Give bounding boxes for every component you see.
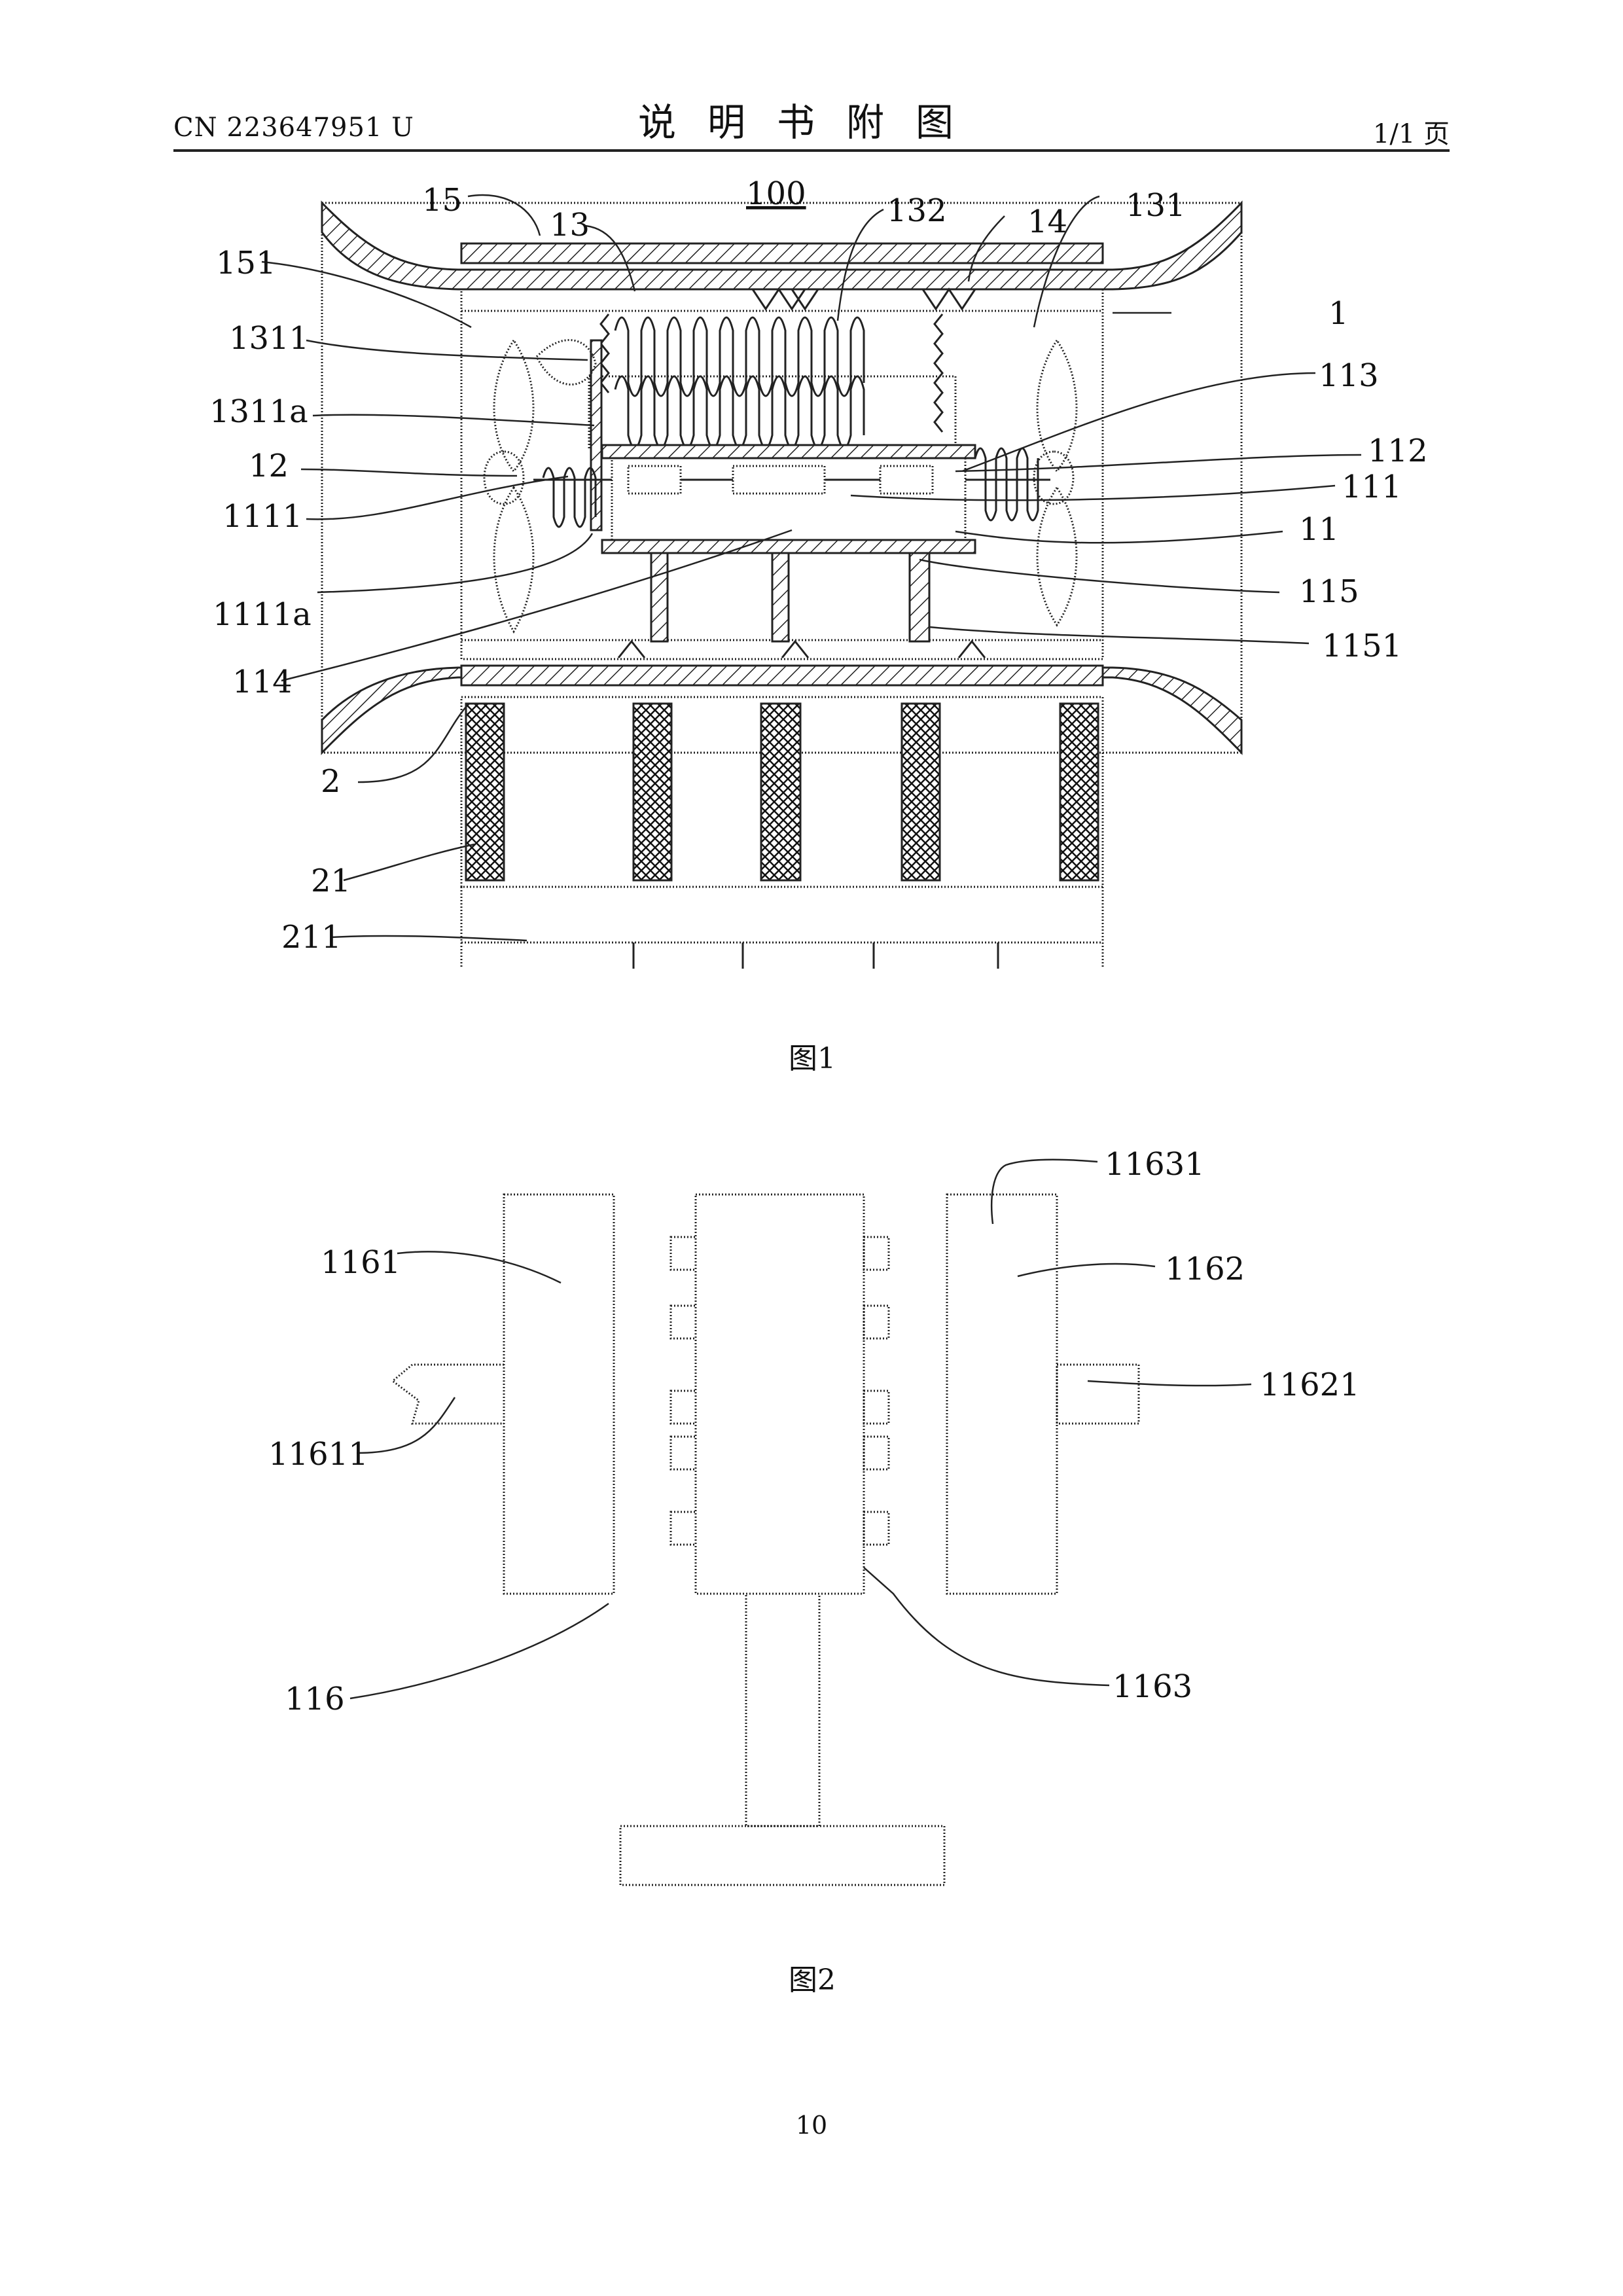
label-211: 211: [281, 919, 342, 956]
label-100: 100: [746, 175, 806, 212]
label-113: 113: [1319, 357, 1379, 394]
label-111: 111: [1342, 469, 1402, 505]
label-11621: 11621: [1260, 1367, 1360, 1403]
page-number: 10: [0, 2111, 1623, 2140]
label-112: 112: [1368, 433, 1428, 469]
label-116: 116: [285, 1681, 345, 1717]
left-block-1161: [504, 1194, 614, 1594]
label-15: 15: [422, 182, 462, 219]
label-2: 2: [321, 763, 341, 800]
figure-2-caption: 图2: [789, 1964, 836, 1997]
control-box: [612, 455, 965, 553]
label-11631: 11631: [1105, 1146, 1205, 1183]
label-11611: 11611: [268, 1436, 368, 1473]
figure-2-leaders: [350, 1160, 1251, 1698]
label-114: 114: [232, 664, 293, 700]
label-1151: 1151: [1322, 628, 1402, 664]
label-1161: 1161: [321, 1244, 401, 1281]
label-21: 21: [311, 863, 351, 899]
label-1111: 1111: [223, 498, 302, 535]
label-14: 14: [1027, 204, 1067, 240]
top-plate: [461, 243, 1103, 263]
label-132: 132: [887, 192, 947, 229]
label-1: 1: [1329, 295, 1349, 332]
label-1311: 1311: [229, 320, 309, 357]
label-1163: 1163: [1113, 1668, 1192, 1705]
label-13: 13: [550, 207, 590, 243]
label-131: 131: [1126, 187, 1186, 224]
label-12: 12: [249, 448, 289, 484]
right-block-1162: [947, 1194, 1057, 1594]
label-1311a: 1311a: [209, 393, 308, 430]
label-1162: 1162: [1165, 1251, 1245, 1287]
figure-1: [262, 195, 1361, 969]
label-11: 11: [1299, 511, 1339, 548]
coil-row-bottom: [615, 376, 864, 448]
center-block-1163: [696, 1194, 864, 1594]
label-1111a: 1111a: [213, 596, 312, 633]
figure-1-caption: 图1: [789, 1042, 836, 1075]
label-115: 115: [1299, 573, 1359, 610]
figure-2: [393, 1194, 1139, 1885]
label-151: 151: [216, 245, 276, 281]
figure-2-labels: 11631 1161 1162 11621 11611 116 1163 图2: [268, 1146, 1360, 1997]
